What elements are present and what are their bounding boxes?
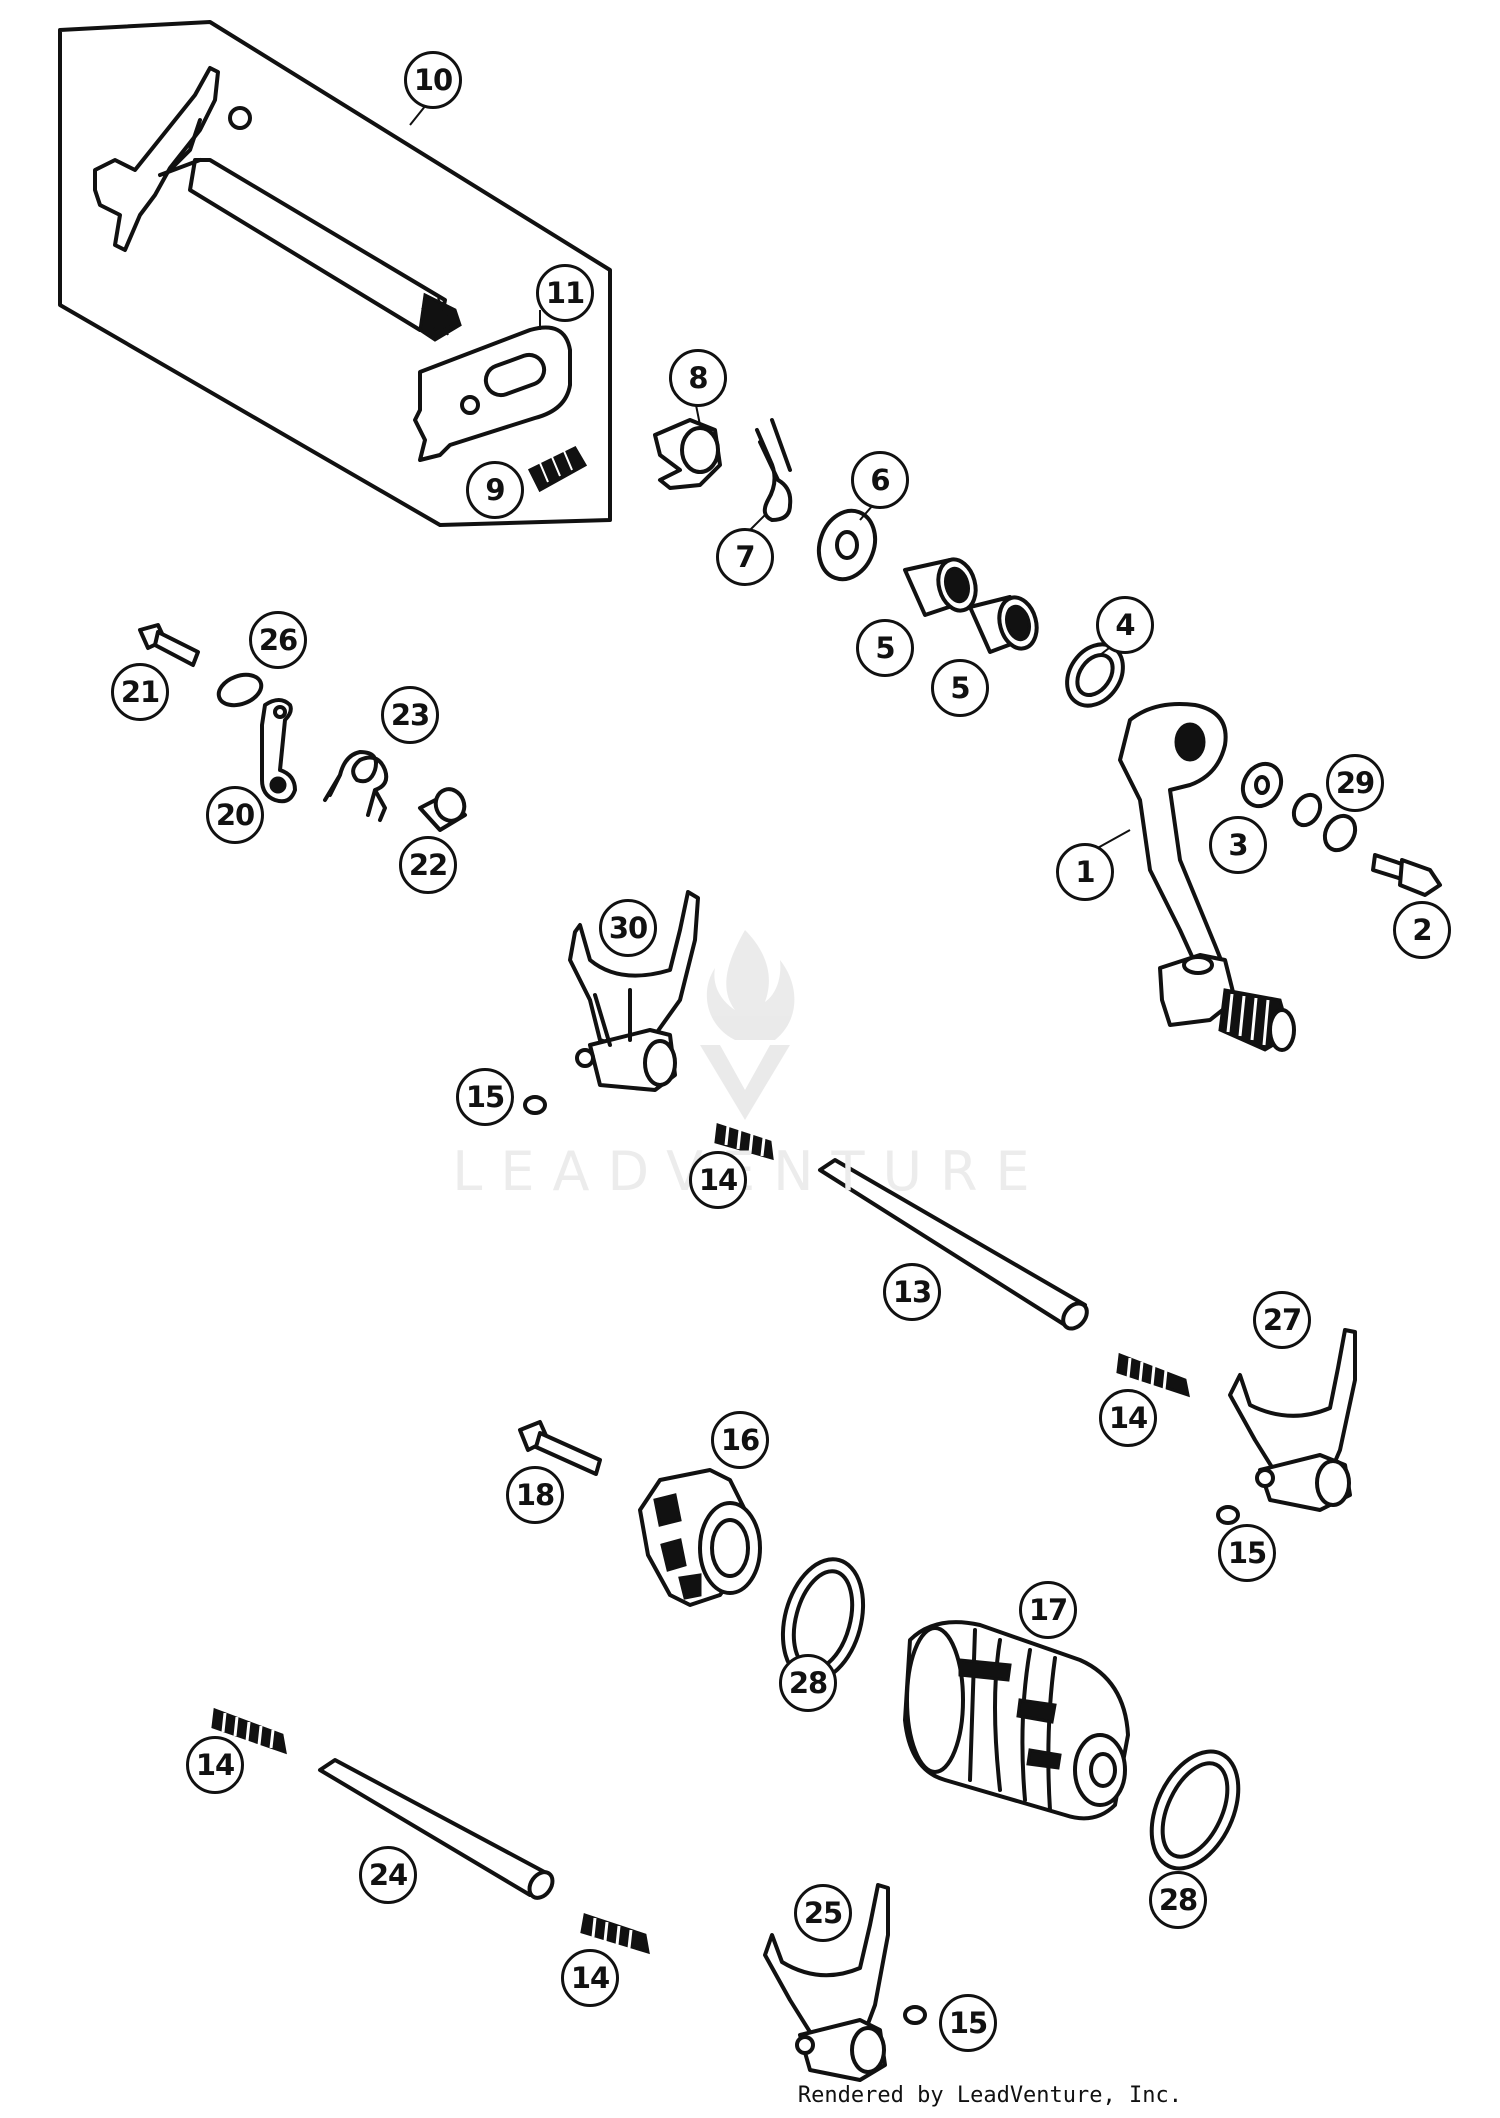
callout-10: 10 xyxy=(404,51,462,109)
spring-14-b xyxy=(1116,1352,1190,1398)
shift-fork-30 xyxy=(568,890,700,1092)
pin-15-mid xyxy=(1216,1505,1240,1525)
callout-30: 30 xyxy=(599,899,657,957)
lever-washer xyxy=(1240,761,1284,809)
callout-4: 4 xyxy=(1096,596,1154,654)
callout-2: 2 xyxy=(1393,901,1451,959)
callout-20: 20 xyxy=(206,786,264,844)
bushing-2 xyxy=(968,595,1039,654)
detent-roller xyxy=(418,787,467,832)
watermark-text: LEADVENTURE xyxy=(452,1140,1048,1203)
shift-fork-25 xyxy=(763,1883,890,2082)
thin-washer xyxy=(216,672,264,708)
torsion-spring xyxy=(323,750,389,822)
callout-15c: 15 xyxy=(939,1994,997,2052)
bearing-28-a xyxy=(780,1557,866,1683)
callout-11: 11 xyxy=(536,264,594,322)
callout-5a: 5 xyxy=(856,619,914,677)
fork-rod-13 xyxy=(818,1158,1089,1331)
lever-bolt xyxy=(1371,853,1442,897)
small-bolt xyxy=(138,623,200,667)
shift-fork-27 xyxy=(1228,1328,1357,1512)
guide-bushing xyxy=(653,418,722,490)
callout-28a: 28 xyxy=(779,1654,837,1712)
watermark-logo xyxy=(700,930,795,1120)
fork-rod-24 xyxy=(318,1758,555,1900)
callout-15b: 15 xyxy=(1218,1524,1276,1582)
shift-lever-plate xyxy=(413,325,572,462)
lock-rings xyxy=(1291,792,1358,853)
callout-3: 3 xyxy=(1209,816,1267,874)
spring-14-a xyxy=(714,1123,774,1161)
shift-lever xyxy=(1118,702,1296,1052)
callout-21: 21 xyxy=(111,663,169,721)
assembly-inset-box xyxy=(58,20,612,527)
callout-8: 8 xyxy=(669,349,727,407)
spring-clip xyxy=(755,418,793,522)
callout-1: 1 xyxy=(1056,843,1114,901)
callout-25: 25 xyxy=(794,1884,852,1942)
pin-15-bottom xyxy=(903,2005,927,2025)
shift-drum-cam xyxy=(638,1468,762,1607)
callout-23: 23 xyxy=(381,686,439,744)
bearing-28-b xyxy=(1149,1749,1241,1871)
callout-15a: 15 xyxy=(456,1068,514,1126)
callout-29: 29 xyxy=(1326,754,1384,812)
callout-28b: 28 xyxy=(1149,1871,1207,1929)
callout-14d: 14 xyxy=(561,1949,619,2007)
callout-14c: 14 xyxy=(186,1736,244,1794)
callout-9: 9 xyxy=(466,461,524,519)
washer xyxy=(816,508,878,582)
callout-18: 18 xyxy=(506,1466,564,1524)
callout-13: 13 xyxy=(883,1263,941,1321)
bushing-1 xyxy=(903,557,978,617)
shift-shaft xyxy=(93,66,462,342)
callout-24: 24 xyxy=(359,1846,417,1904)
pin-15-top xyxy=(523,1095,547,1115)
detent-lever xyxy=(260,698,297,804)
callout-17: 17 xyxy=(1019,1581,1077,1639)
callout-5b: 5 xyxy=(931,659,989,717)
small-spring xyxy=(527,446,588,493)
callout-27: 27 xyxy=(1253,1291,1311,1349)
callout-22: 22 xyxy=(399,836,457,894)
callout-7: 7 xyxy=(716,528,774,586)
callout-14b: 14 xyxy=(1099,1389,1157,1447)
callout-14a: 14 xyxy=(689,1151,747,1209)
credit-text: Rendered by LeadVenture, Inc. xyxy=(797,2083,1182,2108)
drum-bolt xyxy=(518,1420,602,1476)
spring-14-d xyxy=(580,1913,650,1955)
callout-16: 16 xyxy=(711,1411,769,1469)
spring-14-c xyxy=(211,1707,287,1755)
callout-6: 6 xyxy=(851,451,909,509)
shift-drum xyxy=(903,1620,1130,1821)
callout-26: 26 xyxy=(249,611,307,669)
